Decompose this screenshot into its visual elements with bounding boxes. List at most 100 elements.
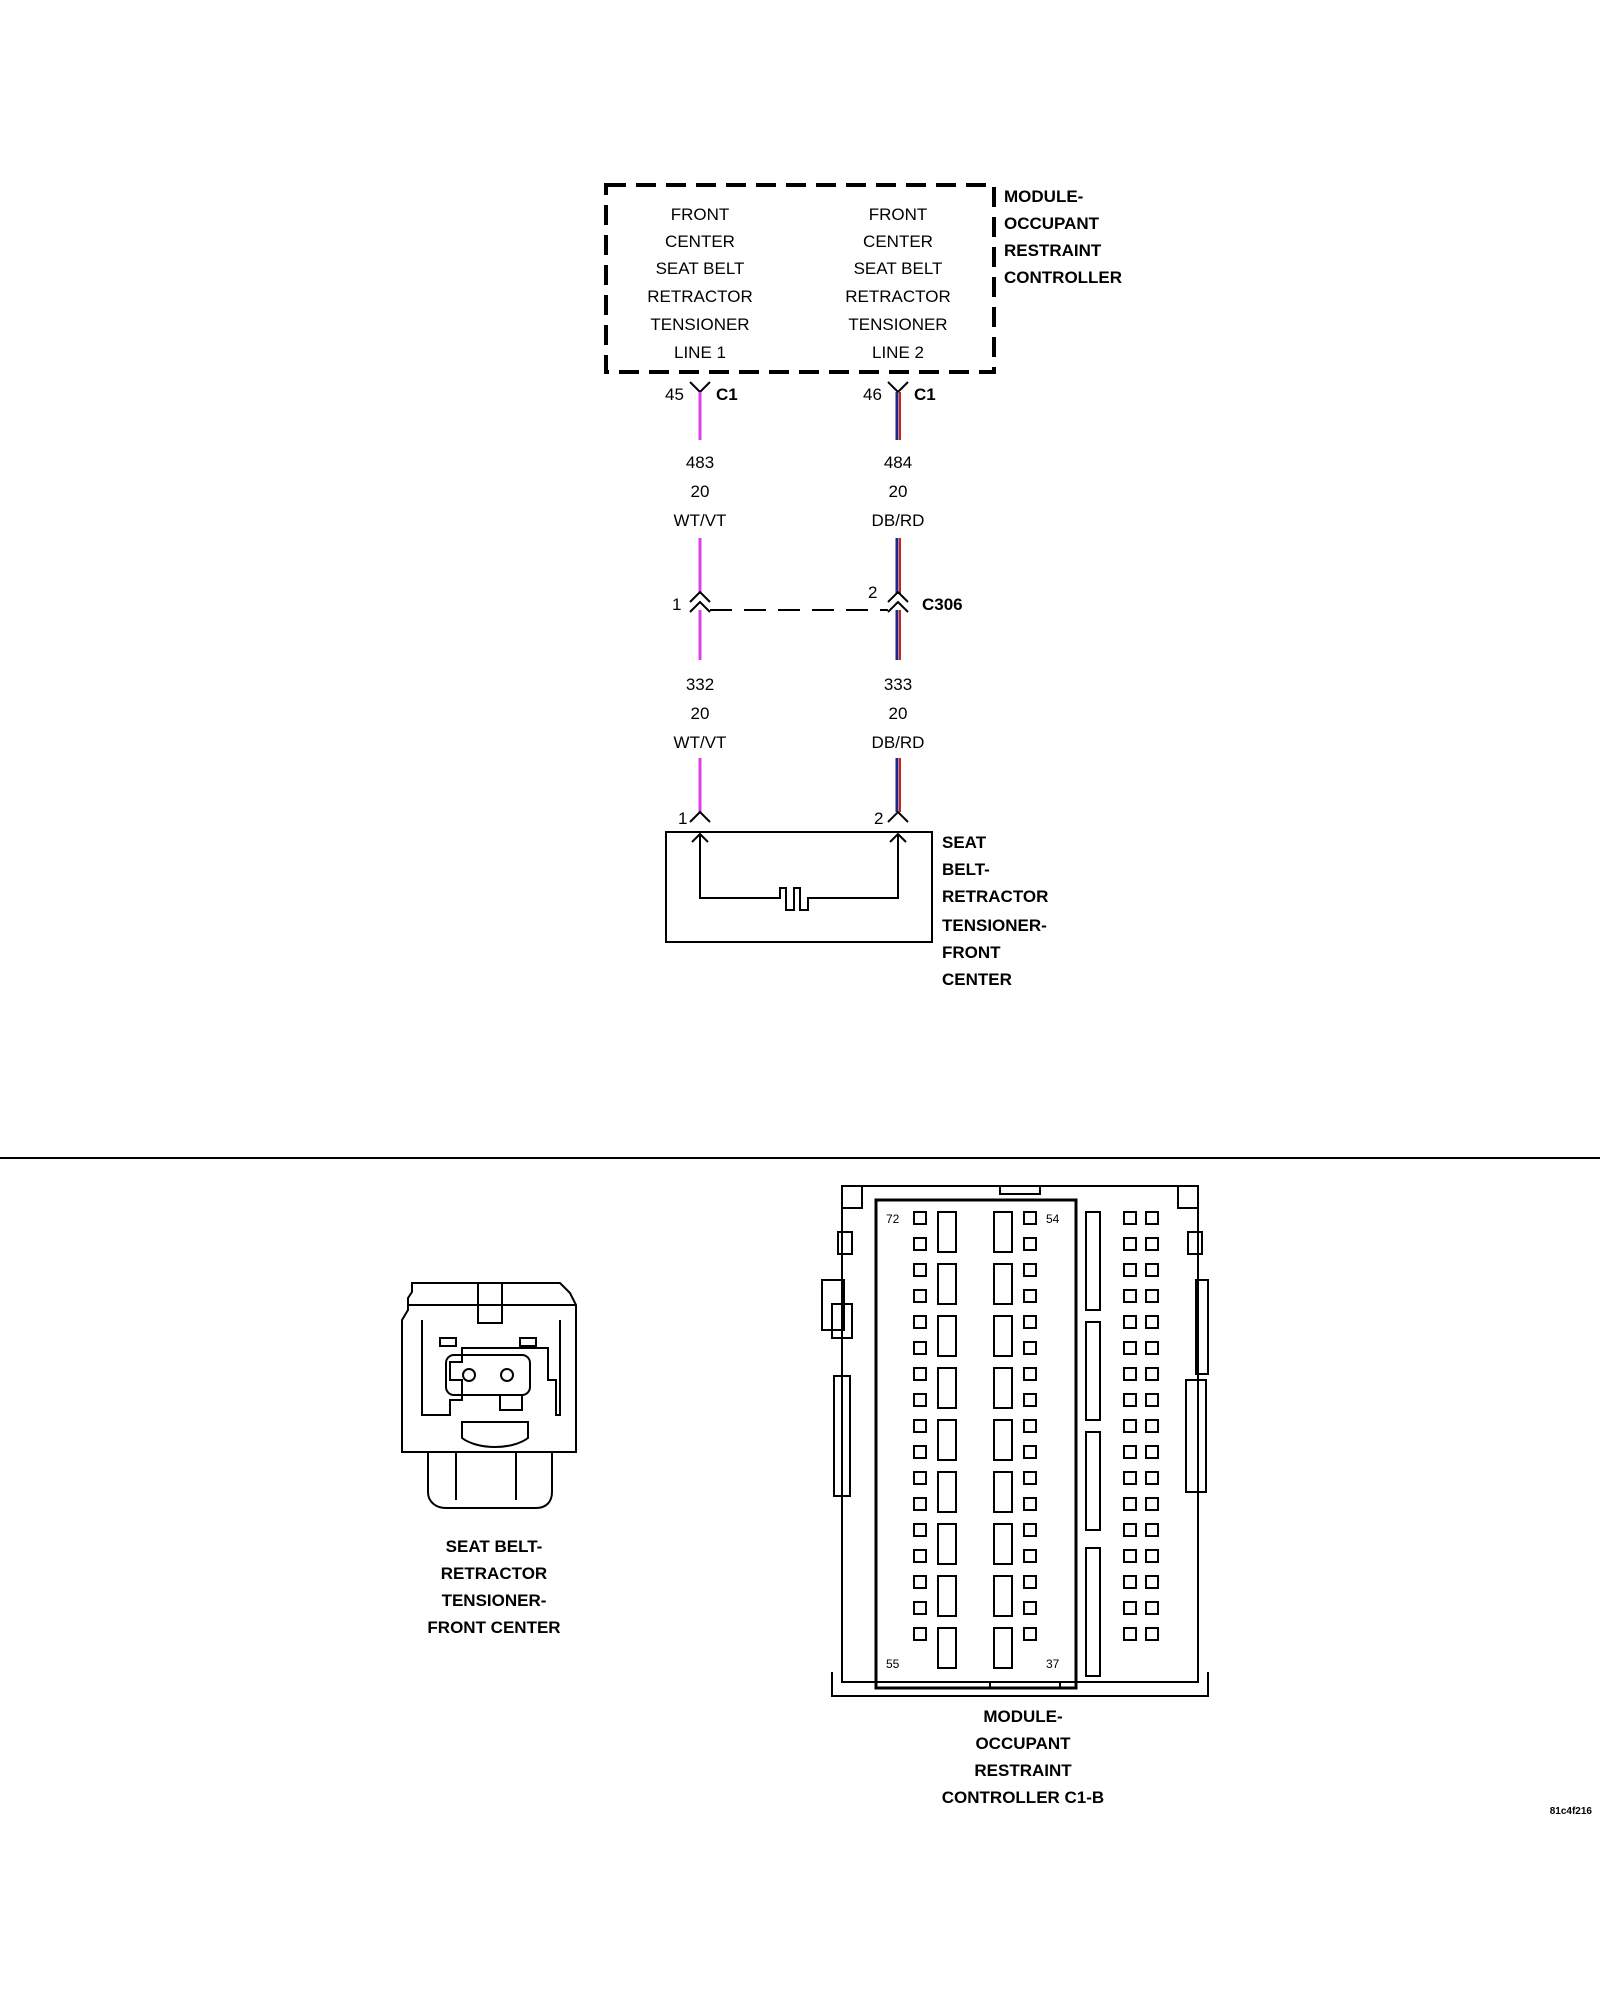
svg-text:484: 484	[884, 453, 912, 472]
cavity	[1123, 1237, 1137, 1251]
terminal-slot	[937, 1471, 957, 1513]
terminal-slot	[993, 1211, 1013, 1253]
svg-text:483: 483	[686, 453, 714, 472]
wire-484-label: 484 20 DB/RD	[872, 453, 925, 530]
cavity	[1023, 1289, 1037, 1303]
cavity	[1145, 1367, 1159, 1381]
cavity	[1145, 1315, 1159, 1329]
c306-pin-2: 2	[868, 583, 877, 602]
c306-pin-1: 1	[672, 595, 681, 614]
module-c1b-pin-37: 37	[1046, 1657, 1060, 1671]
svg-text:332: 332	[686, 675, 714, 694]
cavity	[1123, 1445, 1137, 1459]
cavity	[1123, 1393, 1137, 1407]
cavity	[1023, 1497, 1037, 1511]
cavity	[913, 1315, 927, 1329]
cavity	[913, 1497, 927, 1511]
cavity	[913, 1237, 927, 1251]
cavity	[1023, 1419, 1037, 1433]
cavity	[913, 1341, 927, 1355]
svg-text:TENSIONER-: TENSIONER-	[442, 1591, 547, 1610]
cavity	[1123, 1341, 1137, 1355]
terminal-slot	[937, 1575, 957, 1617]
svg-text:20: 20	[691, 482, 710, 501]
svg-text:DB/RD: DB/RD	[872, 511, 925, 530]
cavity	[1145, 1237, 1159, 1251]
cavity	[1023, 1471, 1037, 1485]
figure-id: 81c4f216	[1550, 1806, 1593, 1817]
svg-text:SEAT: SEAT	[942, 833, 987, 852]
cavity	[1145, 1419, 1159, 1433]
cavity	[1123, 1367, 1137, 1381]
svg-text:MODULE-: MODULE-	[983, 1707, 1062, 1726]
module-connector-2: C1	[914, 385, 936, 404]
terminal-slot	[937, 1419, 957, 1461]
cavity	[1123, 1211, 1137, 1225]
cavity	[1023, 1393, 1037, 1407]
cavity	[1145, 1601, 1159, 1615]
terminal-slot	[993, 1315, 1013, 1357]
module-name: MODULE- OCCUPANT RESTRAINT CONTROLLER	[1004, 187, 1122, 287]
cavity	[1145, 1497, 1159, 1511]
terminal-slot	[993, 1471, 1013, 1513]
cavity	[913, 1575, 927, 1589]
cavity	[913, 1523, 927, 1537]
cavity	[913, 1263, 927, 1277]
cavity	[1123, 1471, 1137, 1485]
svg-text:WT/VT: WT/VT	[674, 511, 727, 530]
svg-text:CENTER: CENTER	[665, 232, 735, 251]
cavity	[913, 1419, 927, 1433]
cavity	[1145, 1393, 1159, 1407]
terminal-slot	[937, 1211, 957, 1253]
tensioner-name: SEAT BELT- RETRACTOR TENSIONER- FRONT CE…	[942, 833, 1048, 989]
svg-text:TENSIONER-: TENSIONER-	[942, 916, 1047, 935]
terminal-slot	[993, 1367, 1013, 1409]
cavity	[1023, 1549, 1037, 1563]
module-box	[604, 183, 996, 374]
cavity	[1023, 1341, 1037, 1355]
c306-pin-1-bottom-chevron	[689, 600, 711, 613]
c306-label: C306	[922, 595, 963, 614]
tensioner-pin-1-chevron	[689, 810, 711, 823]
svg-text:SEAT BELT: SEAT BELT	[854, 259, 943, 278]
wire-483-label: 483 20 WT/VT	[674, 453, 727, 530]
svg-text:SEAT BELT-: SEAT BELT-	[446, 1537, 543, 1556]
cavity	[1145, 1341, 1159, 1355]
cavity	[1023, 1263, 1037, 1277]
wire-333-label: 333 20 DB/RD	[872, 675, 925, 752]
svg-text:RESTRAINT: RESTRAINT	[974, 1761, 1072, 1780]
tensioner-connector-name: SEAT BELT- RETRACTOR TENSIONER- FRONT CE…	[427, 1537, 560, 1637]
svg-text:20: 20	[691, 704, 710, 723]
cavity	[1123, 1419, 1137, 1433]
svg-text:SEAT BELT: SEAT BELT	[656, 259, 745, 278]
svg-text:CENTER: CENTER	[942, 970, 1012, 989]
cavity	[1023, 1211, 1037, 1225]
svg-text:OCCUPANT: OCCUPANT	[1004, 214, 1100, 233]
svg-text:DB/RD: DB/RD	[872, 733, 925, 752]
cavity	[1145, 1575, 1159, 1589]
cavity	[1145, 1289, 1159, 1303]
svg-text:LINE 1: LINE 1	[674, 343, 726, 362]
svg-text:FRONT: FRONT	[671, 205, 730, 224]
svg-text:FRONT CENTER: FRONT CENTER	[427, 1618, 560, 1637]
cavity	[1145, 1211, 1159, 1225]
svg-text:TENSIONER: TENSIONER	[848, 315, 947, 334]
svg-text:CENTER: CENTER	[863, 232, 933, 251]
circuit-1-label: FRONT CENTER SEAT BELT RETRACTOR TENSION…	[647, 205, 752, 362]
svg-text:MODULE-: MODULE-	[1004, 187, 1083, 206]
module-connector-view	[821, 1185, 1209, 1697]
cavity	[1145, 1523, 1159, 1537]
terminal-slot	[993, 1419, 1013, 1461]
cavity	[1123, 1549, 1137, 1563]
circuit-2-label: FRONT CENTER SEAT BELT RETRACTOR TENSION…	[845, 205, 950, 362]
svg-text:LINE 2: LINE 2	[872, 343, 924, 362]
terminal-slot	[937, 1367, 957, 1409]
terminal-slot	[937, 1315, 957, 1357]
module-c1b-pin-54: 54	[1046, 1212, 1060, 1226]
cavity	[913, 1627, 927, 1641]
cavity	[1123, 1263, 1137, 1277]
cavity	[1123, 1601, 1137, 1615]
module-pin-1: 45	[665, 385, 684, 404]
terminal-slot	[993, 1627, 1013, 1669]
